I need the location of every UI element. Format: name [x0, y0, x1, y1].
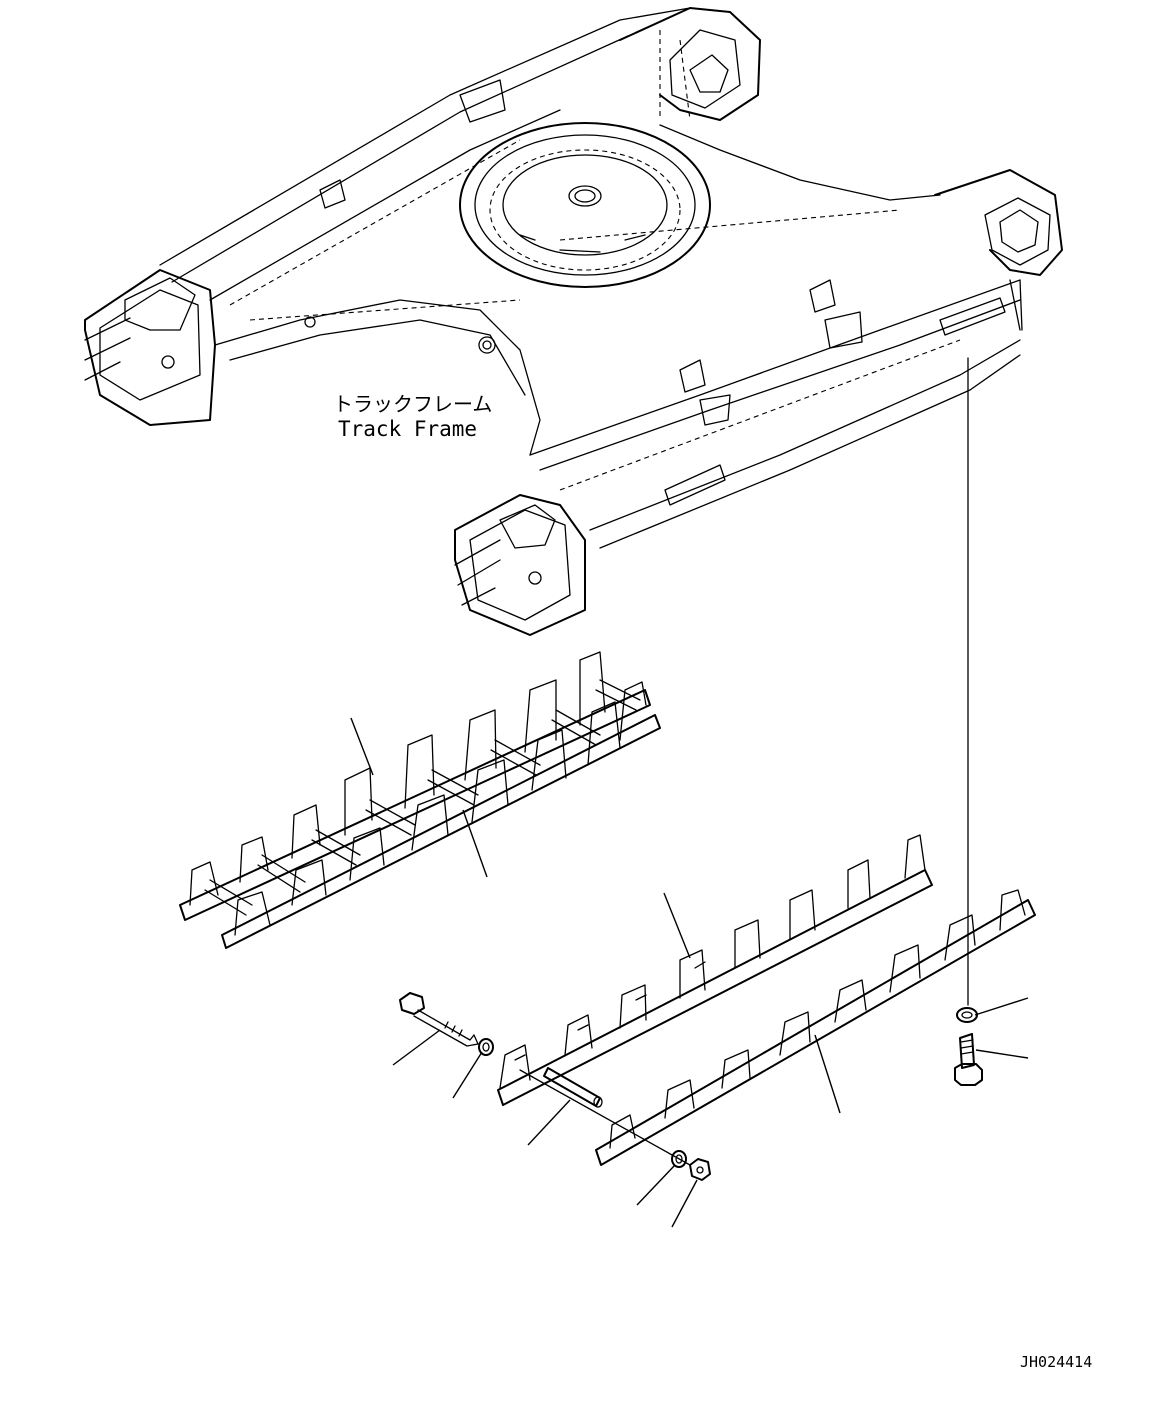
assembly-axis-line: [519, 1069, 691, 1166]
drawing-id: JH024414: [1020, 1353, 1092, 1371]
frame-label-japanese: トラックフレーム: [333, 392, 492, 416]
nut: [689, 1158, 711, 1181]
swing-circle: [459, 122, 711, 288]
track-guard-rail-upper: [497, 834, 933, 1106]
mount-bolt: [954, 1033, 983, 1086]
long-bolt: [399, 992, 479, 1047]
leader-lines: [350, 717, 1029, 1228]
frame-label-english: Track Frame: [338, 417, 477, 441]
spacer-pipe: [543, 1067, 603, 1108]
washer-nut-side: [671, 1150, 687, 1168]
mount-washer: [956, 1007, 978, 1023]
washer-left: [478, 1038, 494, 1056]
track-guard-assembly-rear: [179, 651, 661, 949]
track-frame: トラックフレーム Track Frame: [84, 7, 1063, 636]
track-guard-rail-lower: [595, 889, 1036, 1166]
